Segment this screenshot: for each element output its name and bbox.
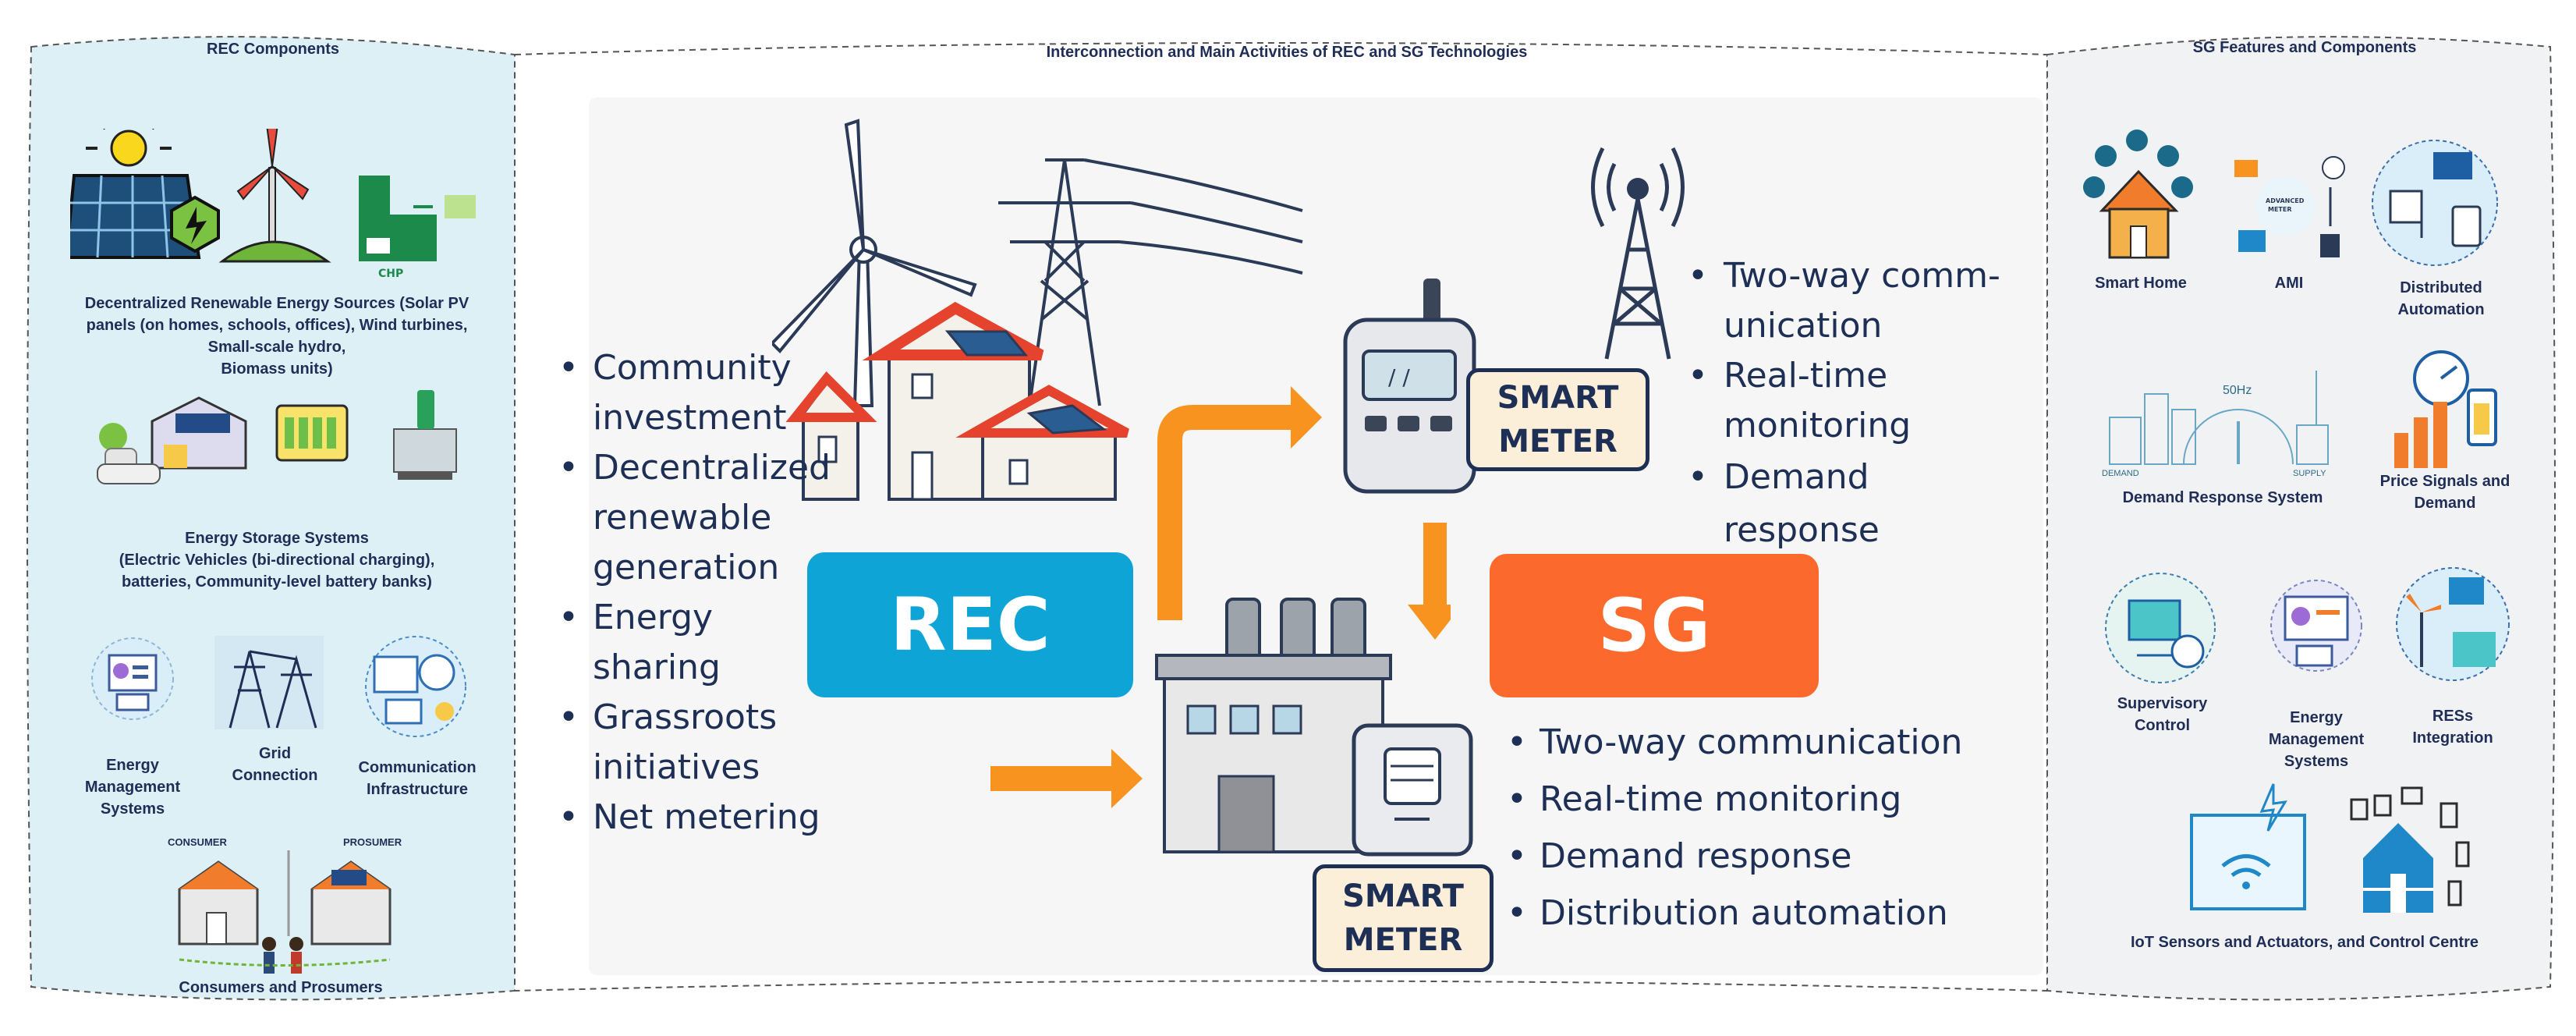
supervisory-control-caption: Supervisory Control <box>2117 695 2208 734</box>
sg-bullet-4: Distribution automation <box>1504 885 2034 942</box>
smart-home-caption: Smart Home <box>2095 275 2187 292</box>
svg-text:METER: METER <box>2268 206 2292 213</box>
comm-caption: Communication Infrastructure <box>358 759 477 798</box>
factory-smart-meter-icon <box>1155 598 1473 857</box>
comm-bullet-3: Demand response <box>1685 451 2028 557</box>
res-caption: Decentralized Renewable Energy Sources (… <box>84 295 469 378</box>
iot-sensors-icon <box>2190 783 2470 913</box>
ems-caption: Energy Management Systems <box>84 757 181 818</box>
meter-screen-text: / / <box>1388 364 1410 390</box>
sg-bullet-2: Real-time monitoring <box>1504 771 2034 828</box>
left-panel-title: REC Components <box>207 41 339 58</box>
ami-caption: AMI <box>2274 275 2304 292</box>
sg-activity-list: Two-way communication Real-time monitori… <box>1504 714 2034 942</box>
svg-text:CHP: CHP <box>378 268 403 277</box>
res-integration-icon <box>2396 567 2510 681</box>
comm-bullet-1: Two-way comm- unication <box>1685 251 2028 351</box>
ev-battery-storage-icon <box>97 390 457 484</box>
storage-caption: Energy Storage Systems (Electric Vehicle… <box>119 530 435 591</box>
res-integration-caption: RESs Integration <box>2412 708 2493 747</box>
smart-meter-label-bottom: SMART METER <box>1313 864 1494 972</box>
consumers-caption: Consumers and Prosumers <box>179 979 383 996</box>
solar-wind-chp-icon: CHP <box>70 129 476 277</box>
rec-bullet-1: Community investment <box>555 343 883 443</box>
sg-bullet-3: Demand response <box>1504 828 2034 885</box>
distributed-automation-icon <box>2372 140 2498 266</box>
rec-bullet-5: Net metering <box>555 793 883 843</box>
consumer-prosumer-icon: CONSUMER PROSUMER <box>168 836 402 974</box>
communication-infrastructure-icon <box>365 636 466 737</box>
grid-connection-icon <box>214 636 324 729</box>
iot-sensors-caption: IoT Sensors and Actuators, and Control C… <box>2131 934 2479 951</box>
ems-right-caption: Energy Management Systems <box>2268 709 2365 770</box>
svg-text:ADVANCED: ADVANCED <box>2266 197 2305 204</box>
rec-bullet-4: Grassroots initiatives <box>555 693 883 793</box>
frequency-text: 50Hz <box>2223 384 2252 397</box>
prosumer-label: PROSUMER <box>343 836 402 848</box>
comm-bullet-2: Real-time monitoring <box>1685 351 2028 451</box>
center-title: Interconnection and Main Activities of R… <box>1046 44 1528 61</box>
consumer-label: CONSUMER <box>168 836 227 848</box>
rec-activity-list: Community investment Decentralized renew… <box>555 343 883 843</box>
smart-meter-label-top: SMART METER <box>1466 368 1649 471</box>
right-panel-title: SG Features and Components <box>2192 39 2417 56</box>
sg-label: SG <box>1490 554 1819 697</box>
flow-arrows <box>990 386 1451 808</box>
price-signals-icon <box>2394 350 2497 468</box>
antenna-tower-icon <box>1591 147 1685 360</box>
energy-management-icon <box>91 637 174 720</box>
smart-home-icon <box>2083 130 2193 259</box>
ami-icon: ADVANCED METER <box>2234 156 2345 257</box>
demand-response-caption: Demand Response System <box>2122 489 2323 506</box>
smart-meter-device-icon: / / <box>1343 279 1476 494</box>
demand-response-icon: 50Hz DEMAND SUPPLY <box>2102 371 2329 478</box>
rec-bullet-2: Decentralized renewable generation <box>555 443 883 593</box>
supply-text: SUPPLY <box>2293 469 2326 478</box>
grid-caption: Grid Connection <box>232 745 318 784</box>
sg-bullet-1: Two-way communication <box>1504 714 2034 771</box>
communication-activity-list: Two-way comm- unication Real-time monito… <box>1685 251 2028 557</box>
rec-label: REC <box>807 552 1133 697</box>
rec-bullet-3: Energy sharing <box>555 593 883 693</box>
distributed-automation-caption: Distributed Automation <box>2397 279 2485 318</box>
energy-management-icon <box>2270 580 2362 672</box>
demand-text: DEMAND <box>2102 469 2139 478</box>
supervisory-control-icon <box>2105 573 2216 683</box>
price-signals-caption: Price Signals and Demand <box>2379 473 2510 512</box>
